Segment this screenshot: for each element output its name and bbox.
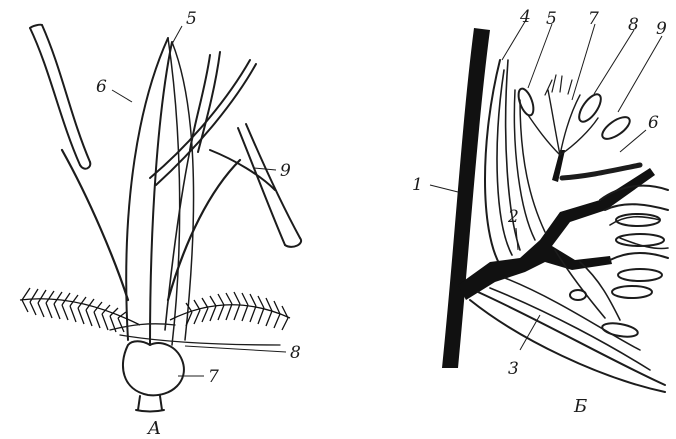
figure-b-label-2: 2 [507,207,519,227]
figure-b-label-1: 1 [412,175,423,195]
figure-b-caption: Б [573,396,587,417]
figure-b-glumes [485,60,545,265]
figure-b-label-7: 7 [588,9,599,29]
figure-b-label-9: 9 [656,19,667,39]
figure-a-ovary [123,341,184,395]
figure-b-label-5: 5 [546,9,557,29]
figure-a: 5 6 9 8 7 A [20,9,301,439]
figure-b-branch-arm [562,165,640,178]
figure-a-label-9: 9 [280,161,291,181]
figure-b-label-6: 6 [648,113,659,133]
figure-a-stigmas [20,288,290,332]
figure-a-stalk [136,396,164,412]
figure-a-label-5: 5 [186,9,197,29]
figure-b-label-8: 8 [628,15,639,35]
figure-b-rachis [442,28,490,368]
figure-a-caption: A [146,418,161,439]
figure-b-label-3: 3 [508,359,519,379]
figure-a-label-7: 7 [208,367,219,387]
figure-a-stamens [30,25,301,247]
figure-b-label-4: 4 [519,7,531,27]
figure-a-label-8: 8 [290,343,301,363]
figure-b: 1 2 3 4 5 7 8 9 6 Б [412,7,668,417]
figure-b-anthers-top [516,75,634,155]
figure-a-label-6: 6 [96,77,107,97]
figure-a-lemma [126,38,193,345]
